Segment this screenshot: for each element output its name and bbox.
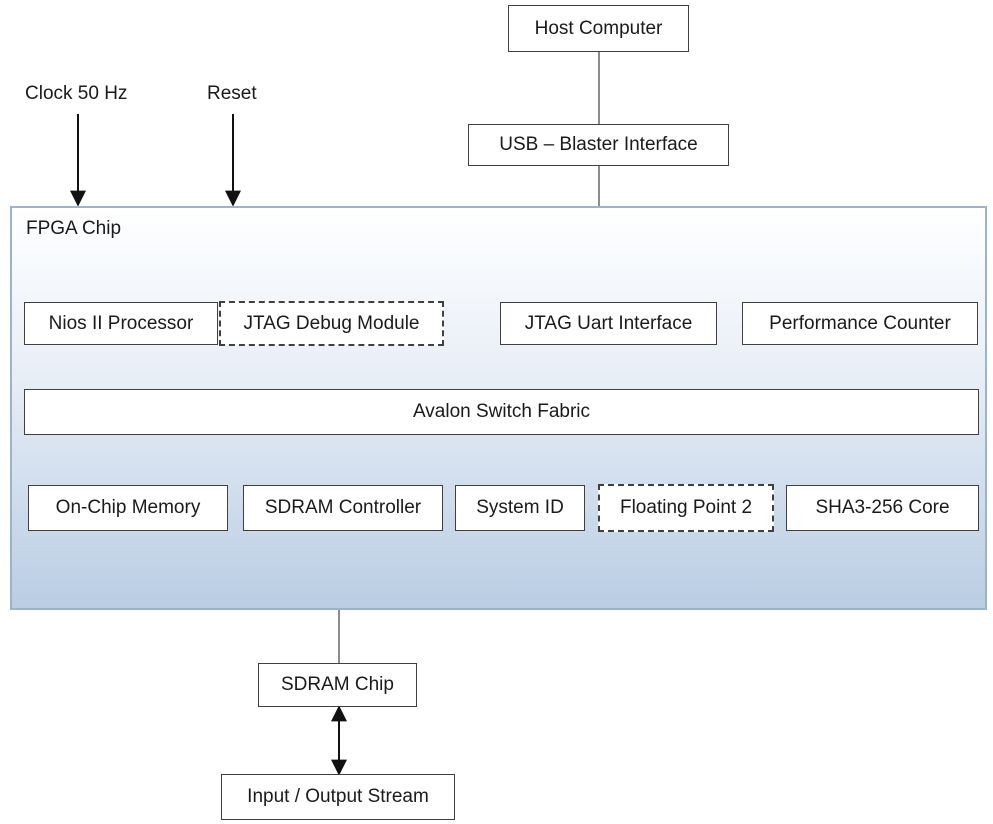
- sdram-chip-box: SDRAM Chip: [258, 663, 417, 707]
- sha3-core-box: SHA3-256 Core: [786, 485, 979, 531]
- jtag-debug-module-box: JTAG Debug Module: [219, 301, 444, 346]
- io-stream-box: Input / Output Stream: [221, 774, 455, 820]
- clock-label: Clock 50 Hz: [25, 83, 128, 104]
- performance-counter-box: Performance Counter: [742, 302, 978, 345]
- system-id-box: System ID: [455, 485, 585, 531]
- floating-point-box: Floating Point 2: [598, 484, 774, 532]
- usb-blaster-box: USB – Blaster Interface: [468, 124, 729, 166]
- on-chip-memory-box: On-Chip Memory: [28, 485, 228, 531]
- avalon-switch-fabric-box: Avalon Switch Fabric: [24, 389, 979, 435]
- fpga-chip-label: FPGA Chip: [26, 218, 122, 239]
- host-computer-box: Host Computer: [508, 5, 689, 52]
- reset-label: Reset: [207, 83, 257, 104]
- sdram-controller-box: SDRAM Controller: [243, 485, 443, 531]
- jtag-uart-interface-box: JTAG Uart Interface: [500, 302, 717, 345]
- nios-processor-box: Nios II Processor: [24, 302, 218, 345]
